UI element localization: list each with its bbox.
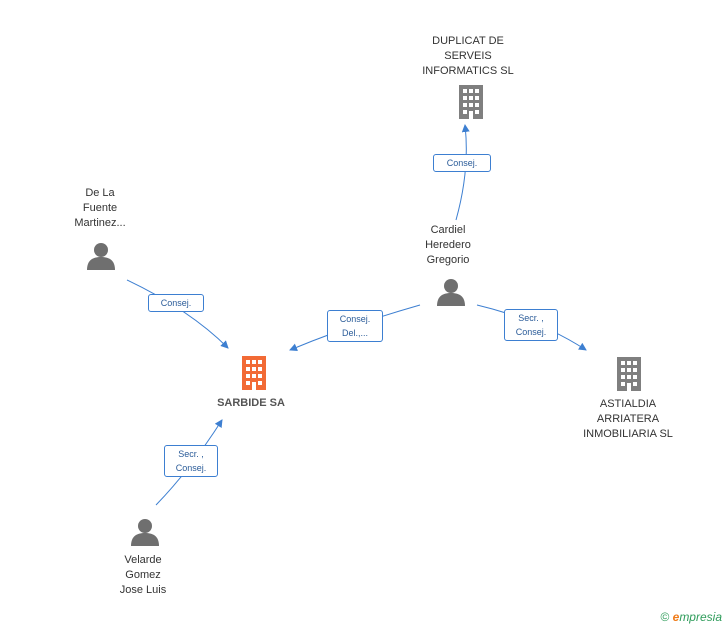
edge-label-velarde-sarbide: Secr. , Consej.: [164, 445, 218, 477]
velarde-label[interactable]: Velarde Gomez Jose Luis: [119, 554, 167, 596]
sarbide-label[interactable]: SARBIDE SA: [217, 397, 285, 409]
duplicat-label[interactable]: DUPLICAT DE SERVEIS INFORMATICS SL: [422, 35, 514, 77]
brand-logo-e: e: [672, 610, 680, 624]
brand-footer: © empresia: [660, 610, 722, 624]
astialdia-label[interactable]: ASTIALDIA ARRIATERA INMOBILIARIA SL: [583, 398, 673, 440]
sarbide-building-icon[interactable]: [242, 356, 266, 390]
edge-delafuente-sarbide: [126, 279, 229, 349]
copyright-icon: ©: [660, 610, 670, 624]
edge-cardiel-duplicat: [455, 124, 470, 221]
edge-label-cardiel-sarbide: Consej. Del.,...: [327, 310, 383, 342]
edge-label-cardiel-duplicat: Consej.: [433, 154, 491, 172]
cardiel-label[interactable]: Cardiel Heredero Gregorio: [425, 224, 471, 266]
edge-label-cardiel-astialdia: Secr. , Consej.: [504, 309, 558, 341]
velarde-person-icon[interactable]: [131, 519, 159, 546]
edge-label-delafuente-sarbide: Consej.: [148, 294, 204, 312]
duplicat-building-icon[interactable]: [459, 85, 483, 119]
brand-logo-text: mpresia: [679, 610, 722, 624]
delafuente-person-icon[interactable]: [87, 243, 115, 270]
cardiel-person-icon[interactable]: [437, 279, 465, 306]
delafuente-label[interactable]: De La Fuente Martinez...: [74, 187, 126, 229]
astialdia-building-icon[interactable]: [617, 357, 641, 391]
